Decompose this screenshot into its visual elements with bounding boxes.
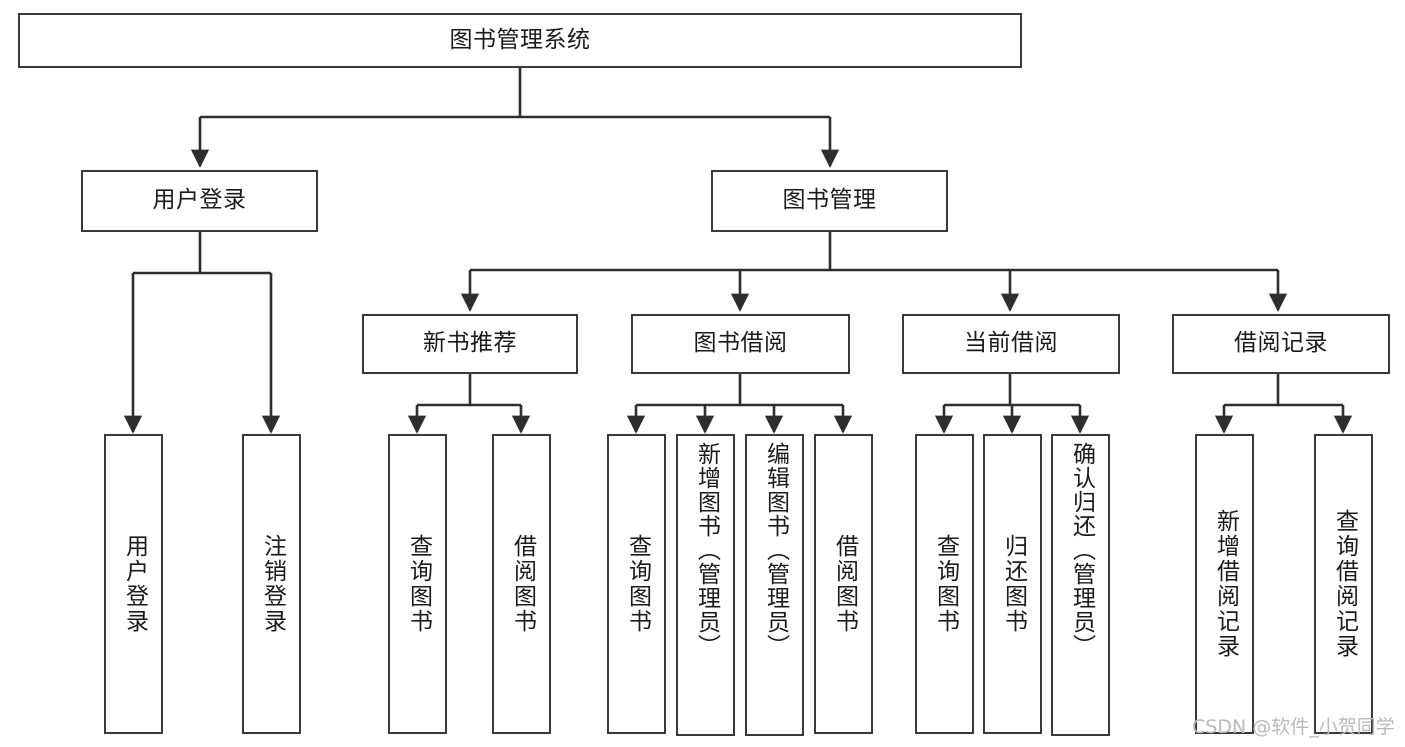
leaf-cb-query-book[interactable]: 查询图书 <box>915 434 974 734</box>
node-label: 归还图书 <box>1000 534 1027 634</box>
leaf-bb-borrow-book[interactable]: 借阅图书 <box>814 434 873 734</box>
leaf-user-login[interactable]: 用户登录 <box>104 434 163 734</box>
node-label: 新书推荐 <box>423 330 517 357</box>
node-label: 借阅图书 <box>831 534 858 634</box>
node-label: 新增借阅记录 <box>1212 509 1239 659</box>
leaf-nb-query-book[interactable]: 查询图书 <box>388 434 447 734</box>
leaf-cb-return-book[interactable]: 归还图书 <box>983 434 1042 734</box>
node-label: 图书借阅 <box>693 330 788 357</box>
leaf-br-add-record[interactable]: 新增借阅记录 <box>1195 434 1254 734</box>
leaf-br-query-record[interactable]: 查询借阅记录 <box>1314 434 1373 734</box>
node-borrow-records[interactable]: 借阅记录 <box>1172 314 1390 374</box>
node-label: 新增图书（管理员） <box>693 442 720 658</box>
leaf-logout[interactable]: 注销登录 <box>242 434 301 734</box>
leaf-bb-add-book-admin[interactable]: 新增图书（管理员） <box>676 434 735 736</box>
leaf-nb-borrow-book[interactable]: 借阅图书 <box>492 434 551 734</box>
node-new-book-recommend[interactable]: 新书推荐 <box>362 314 578 374</box>
node-label: 查询借阅记录 <box>1331 509 1358 659</box>
node-current-borrow[interactable]: 当前借阅 <box>902 314 1120 374</box>
node-label: 当前借阅 <box>964 330 1058 357</box>
node-book-management[interactable]: 图书管理 <box>711 170 948 232</box>
csdn-watermark: CSDN @软件_小贺同学 <box>1192 716 1395 738</box>
leaf-cb-confirm-return-admin[interactable]: 确认归还（管理员） <box>1051 434 1110 736</box>
node-label: 查询图书 <box>932 534 959 634</box>
node-label: 图书管理系统 <box>449 26 591 53</box>
leaf-bb-edit-book-admin[interactable]: 编辑图书（管理员） <box>745 434 804 736</box>
node-label: 查询图书 <box>405 534 432 634</box>
node-label: 用户登录 <box>152 187 247 214</box>
node-label: 用户登录 <box>121 534 148 634</box>
node-label: 借阅图书 <box>509 534 536 634</box>
node-user-login[interactable]: 用户登录 <box>81 170 318 232</box>
node-label: 图书管理 <box>782 187 877 214</box>
node-label: 确认归还（管理员） <box>1068 442 1095 658</box>
node-label: 借阅记录 <box>1234 330 1328 357</box>
node-label: 编辑图书（管理员） <box>762 442 789 658</box>
node-root-book-management-system[interactable]: 图书管理系统 <box>18 13 1022 68</box>
node-book-borrow[interactable]: 图书借阅 <box>631 314 850 374</box>
node-label: 查询图书 <box>624 534 651 634</box>
node-label: 注销登录 <box>259 534 286 634</box>
leaf-bb-query-book[interactable]: 查询图书 <box>607 434 666 734</box>
